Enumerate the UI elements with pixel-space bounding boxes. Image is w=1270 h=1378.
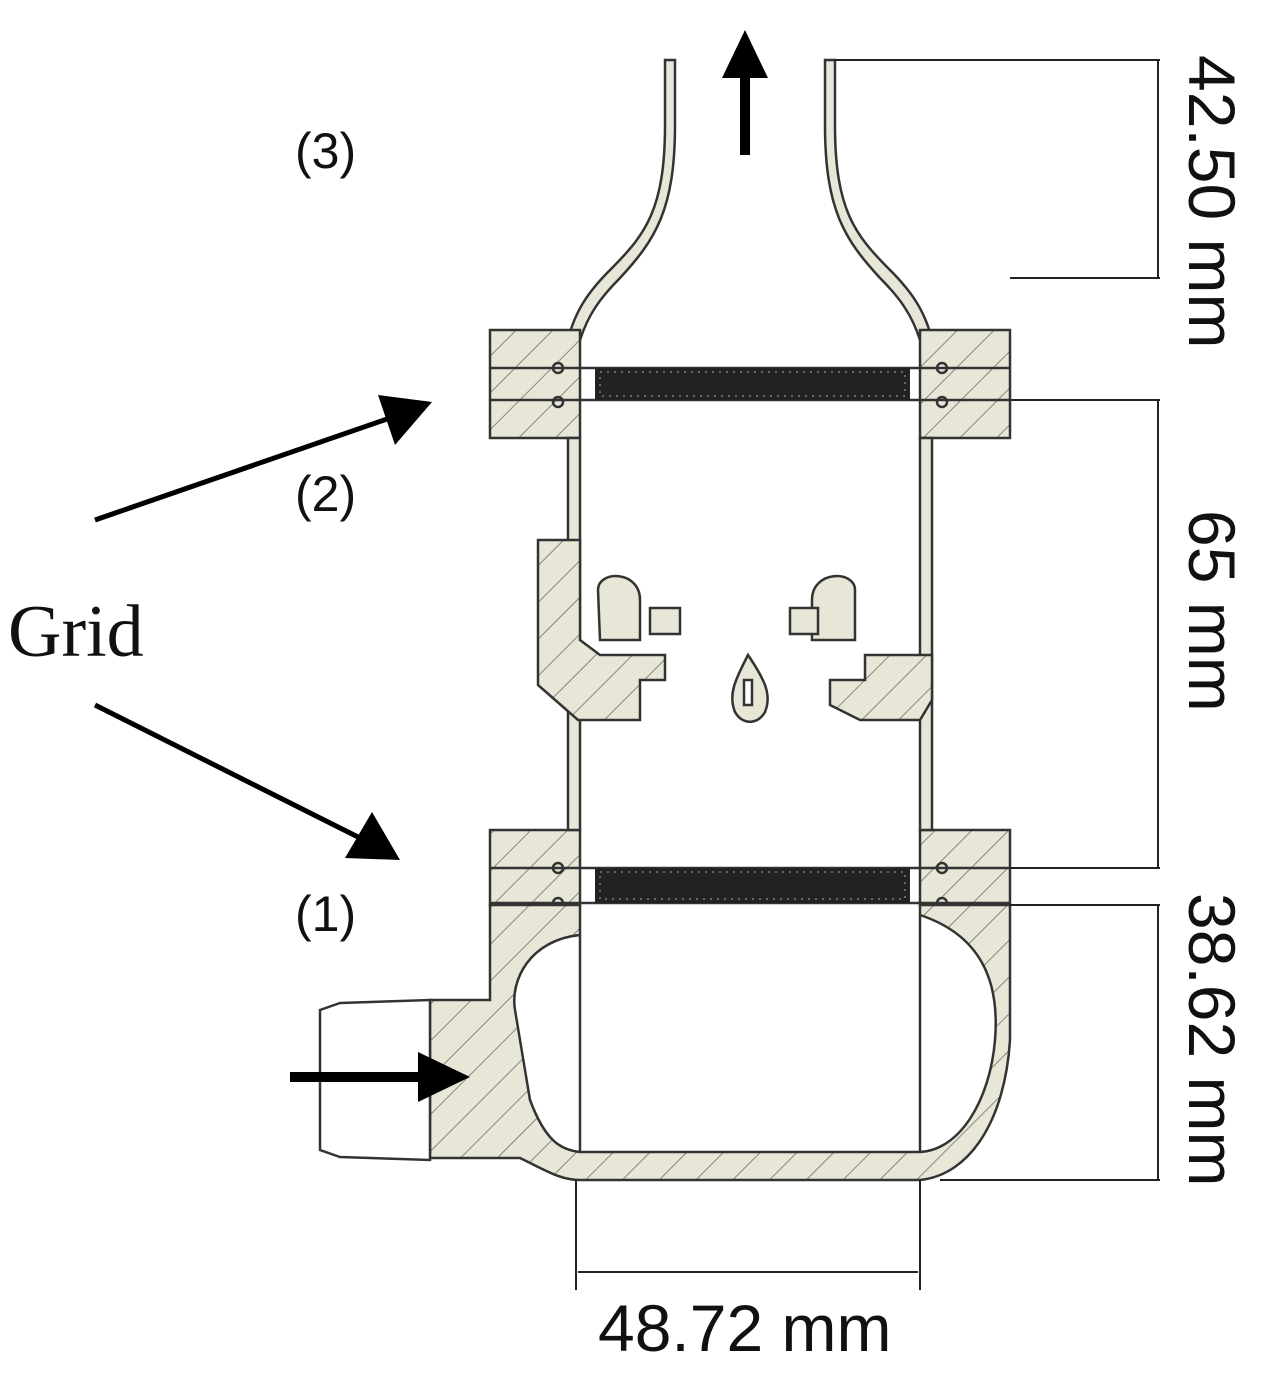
region-2-label: (2) [295, 466, 357, 522]
grid-mesh-lower [595, 868, 910, 903]
flanges [488, 328, 1012, 910]
dimension-middle: 65 mm [1175, 510, 1249, 712]
region-3-label: (3) [295, 123, 357, 179]
dimension-top: 42.50 mm [1175, 55, 1249, 349]
dimension-bottom: 38.62 mm [1175, 893, 1249, 1187]
grid-label: Grid [8, 591, 144, 673]
region-1-label: (1) [295, 886, 357, 942]
dimension-width: 48.72 mm [598, 1291, 892, 1365]
dimension-lines [575, 59, 1160, 1290]
middle-chamber [536, 436, 934, 832]
inlet-plenum [318, 903, 1012, 1182]
grid-pointer-arrows [93, 395, 432, 860]
flow-arrows [290, 30, 768, 1102]
grid-mesh-upper [595, 368, 910, 400]
